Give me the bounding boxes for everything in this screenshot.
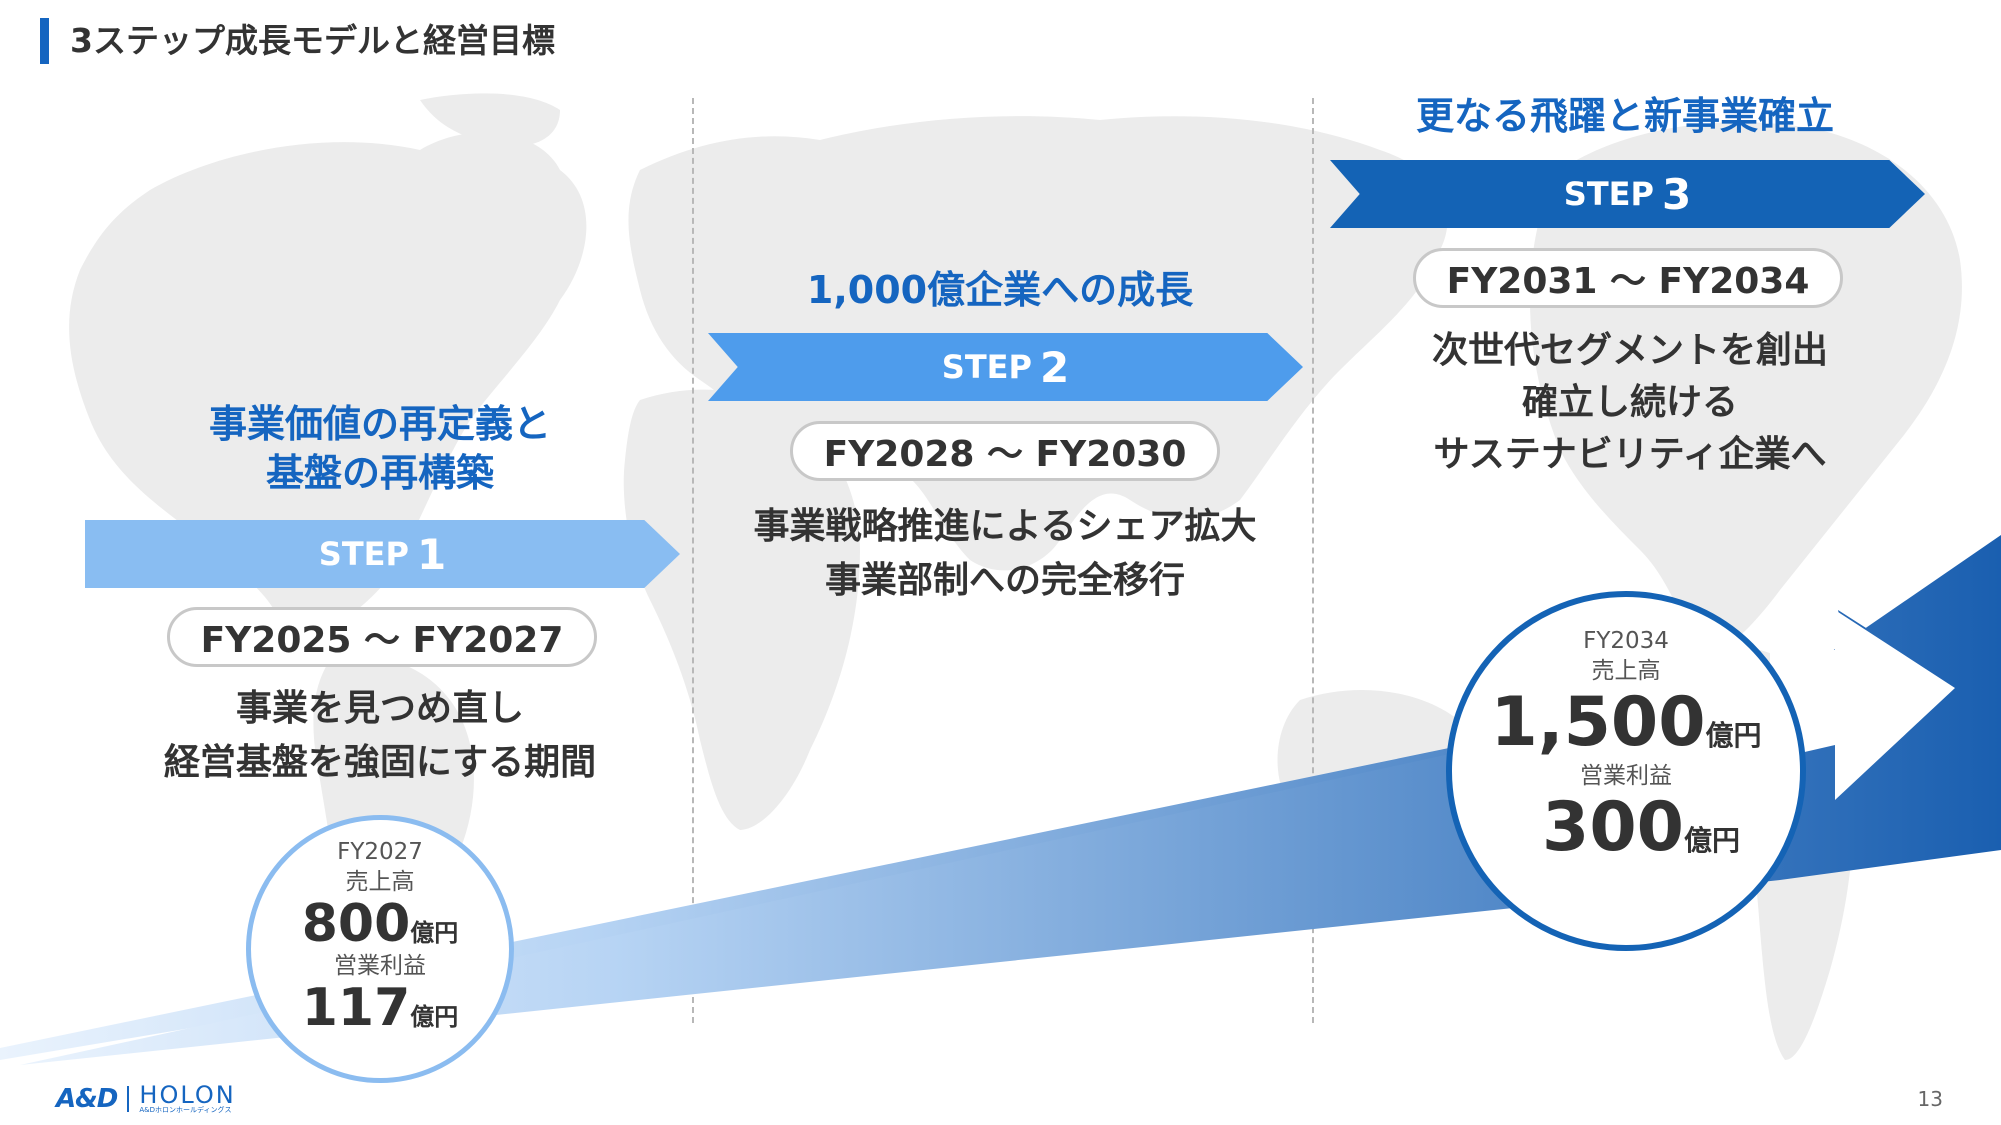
target-fy2034-sales-label: 売上高	[1591, 657, 1661, 684]
step-2-heading: 1,000億企業への成長	[806, 268, 1194, 312]
step-1-heading: 事業価値の再定義と 基盤の再構築	[208, 402, 551, 496]
step-3-description: 次世代セグメントを創出 確立し続ける サステナビリティ企業へ	[1431, 330, 1828, 476]
target-fy2034-profit-unit: 億円	[1683, 824, 1740, 858]
target-fy2034-year: FY2034	[1583, 628, 1669, 654]
logo-subtitle: A&Dホロンホールディングス	[139, 1106, 232, 1114]
divider-1	[692, 98, 694, 1023]
target-fy2027-sales-unit: 億円	[410, 918, 459, 947]
target-fy2027-sales-label: 売上高	[345, 868, 415, 895]
arrow-head-white	[1770, 610, 1955, 800]
target-fy2027-year: FY2027	[337, 839, 423, 865]
target-fy2027-profit-value: 117	[301, 977, 411, 1038]
logo-separator	[127, 1085, 130, 1112]
step-2-period: FY2028 ～ FY2030	[790, 421, 1220, 481]
target-fy2034-profit-value: 300	[1542, 788, 1684, 868]
target-fy2034-profit-label: 営業利益	[1580, 763, 1672, 790]
target-fy2027-profit-label: 営業利益	[334, 952, 426, 979]
target-fy2027-sales-value: 800	[301, 893, 411, 954]
target-fy2027-circle: FY2027 売上高 800億円 営業利益 117億円	[246, 815, 514, 1083]
divider-2	[1312, 98, 1314, 1023]
target-fy2034-sales-value: 1,500	[1490, 682, 1706, 762]
step-3-period: FY2031 ～ FY2034	[1413, 248, 1843, 308]
target-fy2034-circle: FY2034 売上高 1,500億円 営業利益 300億円	[1446, 591, 1806, 951]
logo-and: A&D	[56, 1083, 118, 1114]
target-fy2034-sales-unit: 億円	[1705, 718, 1762, 752]
slide-title: 3ステップ成長モデルと経営目標	[70, 21, 555, 60]
brand-logo: A&D HOLON A&Dホロンホールディングス	[56, 1083, 236, 1114]
logo-holon: HOLON	[139, 1081, 236, 1109]
step-1-period: FY2025 ～ FY2027	[167, 607, 597, 667]
step-2-description: 事業戦略推進によるシェア拡大 事業部制への完全移行	[753, 506, 1257, 601]
step-1-description: 事業を見つめ直し 経営基盤を強固にする期間	[163, 688, 597, 783]
page-number: 13	[1917, 1087, 1943, 1111]
target-fy2027-profit-unit: 億円	[410, 1002, 459, 1031]
logo-holon-block: HOLON A&Dホロンホールディングス	[139, 1083, 235, 1114]
title-accent-bar	[40, 18, 49, 64]
step-3-heading: 更なる飛躍と新事業確立	[1415, 94, 1834, 138]
